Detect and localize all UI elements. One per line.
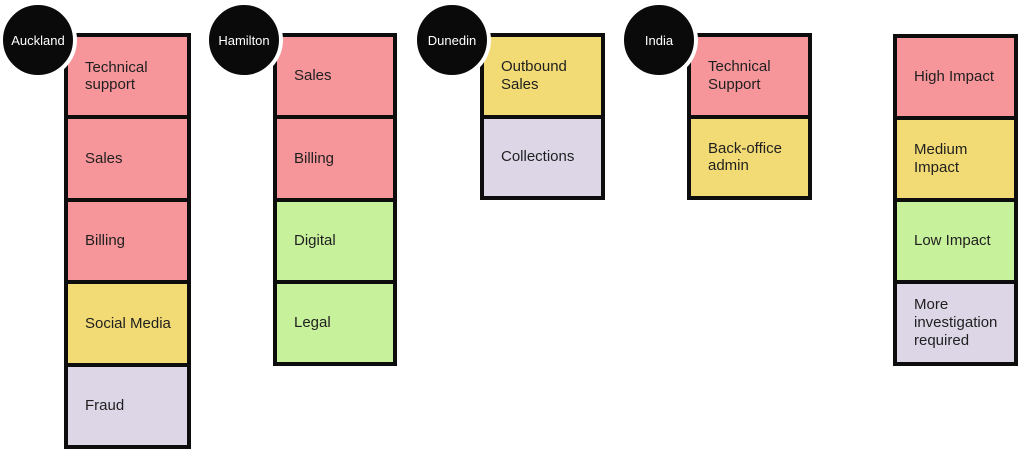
category-cell: Social Media bbox=[68, 280, 187, 363]
category-label: Outbound Sales bbox=[501, 58, 567, 93]
category-cell: Billing bbox=[68, 197, 187, 281]
column-hamilton: Sales Billing Digital Legal bbox=[273, 33, 397, 366]
category-label: Fraud bbox=[85, 396, 125, 414]
category-cell: Sales bbox=[68, 115, 187, 198]
category-cell: Collections bbox=[484, 114, 601, 196]
category-label: Legal bbox=[294, 314, 331, 332]
legend-cell: High Impact bbox=[897, 38, 1014, 116]
location-badge-dunedin: Dunedin bbox=[413, 1, 491, 79]
legend-cell: More investigation required bbox=[897, 280, 1014, 362]
category-cell: Back-office admin bbox=[691, 114, 808, 196]
location-badge-label: Hamilton bbox=[218, 32, 270, 48]
column-dunedin: Outbound Sales Collections bbox=[480, 33, 605, 200]
category-label: Sales bbox=[294, 67, 332, 85]
category-label: Digital bbox=[294, 231, 336, 249]
category-label: Technical support bbox=[85, 58, 148, 94]
column-india: Technical Support Back-office admin bbox=[687, 33, 812, 200]
location-badge-hamilton: Hamilton bbox=[205, 1, 283, 79]
category-cell: Digital bbox=[277, 197, 393, 280]
category-cell: Outbound Sales bbox=[484, 37, 601, 115]
category-label: Billing bbox=[85, 232, 126, 250]
category-label: Sales bbox=[85, 149, 123, 167]
category-cell: Sales bbox=[277, 37, 393, 116]
category-label: Collections bbox=[501, 148, 575, 166]
category-label: Billing bbox=[294, 149, 335, 167]
location-badge-label: Dunedin bbox=[427, 32, 477, 48]
location-badge-india: India bbox=[620, 1, 698, 79]
legend-column: High Impact Medium Impact Low Impact Mor… bbox=[893, 34, 1018, 366]
location-badge-label: India bbox=[644, 32, 674, 48]
legend-cell: Low Impact bbox=[897, 198, 1014, 280]
legend-label: Medium Impact bbox=[914, 141, 968, 176]
category-label: Technical Support bbox=[708, 58, 771, 93]
location-badge-label: Auckland bbox=[11, 32, 65, 48]
category-label: Social Media bbox=[85, 314, 171, 332]
location-badge-auckland: Auckland bbox=[0, 1, 77, 79]
legend-cell: Medium Impact bbox=[897, 116, 1014, 198]
legend-label: More investigation required bbox=[914, 296, 998, 349]
category-cell: Technical support bbox=[68, 37, 187, 116]
category-label: Back-office admin bbox=[708, 139, 782, 175]
category-cell: Legal bbox=[277, 279, 393, 362]
legend-label: High Impact bbox=[914, 68, 995, 86]
column-auckland: Technical support Sales Billing Social M… bbox=[64, 33, 191, 449]
category-cell: Billing bbox=[277, 115, 393, 198]
category-cell: Technical Support bbox=[691, 37, 808, 115]
category-cell: Fraud bbox=[68, 362, 187, 446]
legend-label: Low Impact bbox=[914, 232, 991, 250]
